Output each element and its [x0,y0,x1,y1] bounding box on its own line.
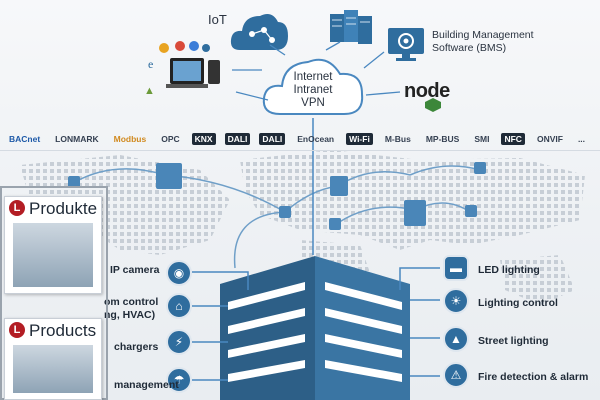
server-stack-icon [330,10,372,44]
bms-label-line2: Software (BMS) [432,42,507,54]
internet-cloud-icon [262,58,364,115]
left-label-room-control-1: om control [104,296,159,308]
cloud-label-intranet: Intranet [293,84,333,96]
ev-charger-icon: ⚡ [166,329,192,355]
left-label-management: management [114,379,179,391]
protocol-logo-more: ... [577,134,586,144]
left-label-chargers: chargers [114,341,159,353]
protocol-logo-smi: SMI [474,134,490,144]
protocol-logo-wifi: Wi-Fi [346,133,373,145]
building-connectors [192,267,440,381]
brand-logo-icon: L [9,322,25,338]
protocol-logo-row: BACnet LONMARK Modbus OPC KNX DALI DALI … [0,128,600,150]
left-label-ip-camera: IP camera [110,264,160,276]
logo-row-divider [0,150,600,151]
protocol-logo-bacnet: BACnet [9,134,41,144]
cloud-label-vpn: VPN [301,97,325,109]
brochure-products[interactable]: L Products [4,318,102,400]
protocol-logo-enocean: EnOcean [297,134,335,144]
right-label-street-lighting: Street lighting [478,335,549,347]
protocol-logo-mbus: M-Bus [384,134,411,144]
protocol-logo-opc: OPC [161,134,180,144]
iot-cloud-icon [230,14,288,50]
right-label-led-lighting: LED lighting [478,264,540,276]
brand-logo-icon: L [9,200,25,216]
brochure-title-produkte: Produkte [29,199,98,218]
fire-alarm-icon: ⚠ [443,362,469,388]
ip-camera-icon: ◉ [166,260,192,286]
lightbulb-icon: ☀ [443,288,469,314]
protocol-logo-dali-1: DALI [224,133,251,145]
room-control-icon: ⌂ [166,293,192,319]
cloud-arrows [232,41,401,101]
brochure-title-products: Products [29,321,97,340]
brochure-produkte[interactable]: L Produkte [4,196,102,294]
bms-label-line1: Building Management [432,29,534,41]
nodejs-logo: node [404,80,450,102]
hexagon-icon [425,98,441,112]
svg-text:e: e [148,57,153,71]
brochure-photo [13,345,93,393]
map-continent-oceania [500,255,575,305]
right-label-lighting-control: Lighting control [478,297,558,309]
protocol-logo-mpbus: MP-BUS [425,134,460,144]
protocol-logo-lonmark: LONMARK [55,134,99,144]
left-label-room-control-2: ng, HVAC) [104,309,156,321]
central-building-graphic [220,256,410,400]
protocol-logo-onvif: ONVIF [536,134,563,144]
water-tap-icon: ☂ [166,367,192,393]
devices-cluster-icon: e ▲ [144,41,220,97]
protocol-logo-nfc: NFC [501,133,525,145]
led-lighting-icon: ▬ [443,255,469,281]
protocol-logo-knx: KNX [191,133,216,145]
protocol-logo-modbus: Modbus [113,134,147,144]
monitor-gear-icon [388,28,424,61]
brochure-photo [13,223,93,287]
protocol-logo-dali-2: DALI [259,133,286,145]
cloud-label-internet: Internet [293,71,333,83]
right-label-fire-detection: Fire detection & alarm [478,371,589,383]
svg-text:▲: ▲ [144,85,155,97]
street-light-icon: ▲ [443,326,469,352]
iot-label: IoT [208,12,227,27]
network-node-icons [68,162,486,230]
